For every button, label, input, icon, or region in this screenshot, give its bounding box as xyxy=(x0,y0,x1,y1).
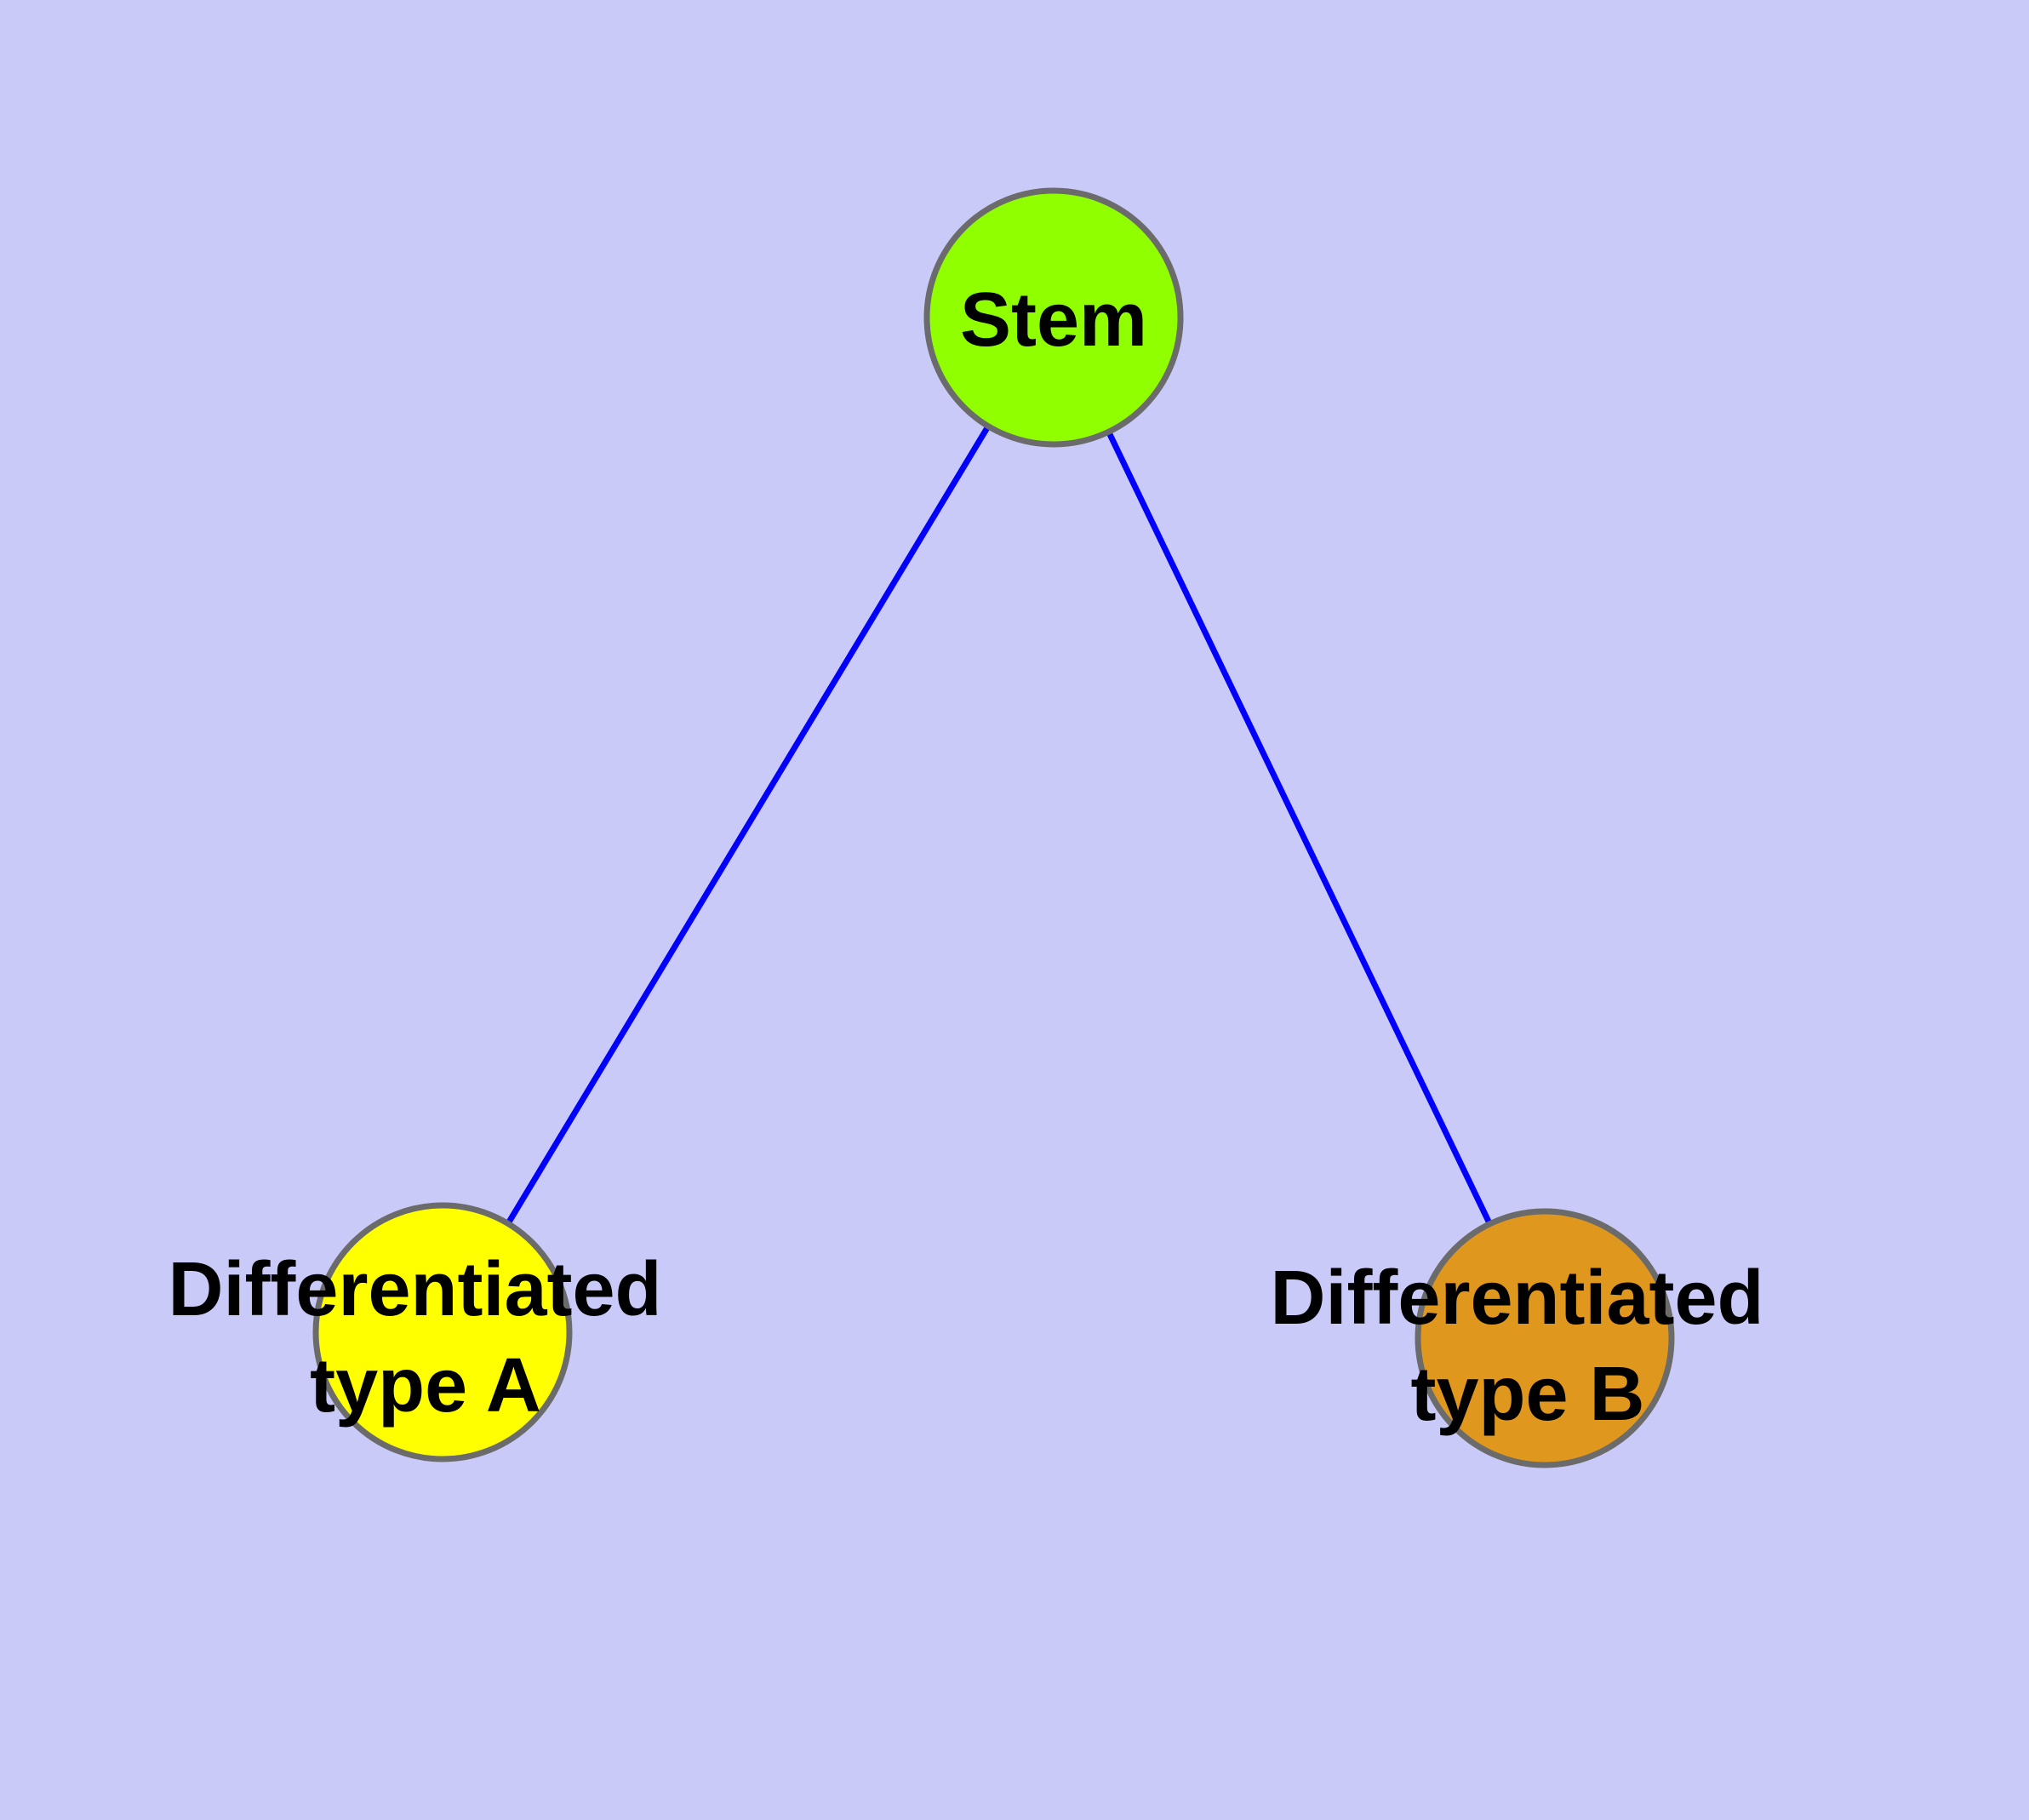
node-stem-label: Stem xyxy=(960,278,1147,363)
edge-stem-to-type-a[interactable] xyxy=(440,316,1056,1334)
node-type-a-label-line1: Differentiated xyxy=(168,1247,661,1332)
node-type-a-circle[interactable] xyxy=(312,1202,573,1462)
node-type-b-circle[interactable] xyxy=(1415,1208,1675,1468)
node-type-b-label-line1: Differentiated xyxy=(1270,1256,1763,1341)
node-type-a-label: Differentiated type A xyxy=(168,1247,683,1428)
node-stem-circle[interactable] xyxy=(923,187,1184,448)
edge-stem-to-type-b[interactable] xyxy=(1050,316,1548,1340)
node-type-b-label: Differentiated type B xyxy=(1270,1256,1785,1437)
node-type-a-label-line2: type A xyxy=(310,1343,541,1428)
node-stem-label-line: Stem xyxy=(960,278,1147,363)
node-type-b-label-line2: type B xyxy=(1410,1352,1644,1437)
